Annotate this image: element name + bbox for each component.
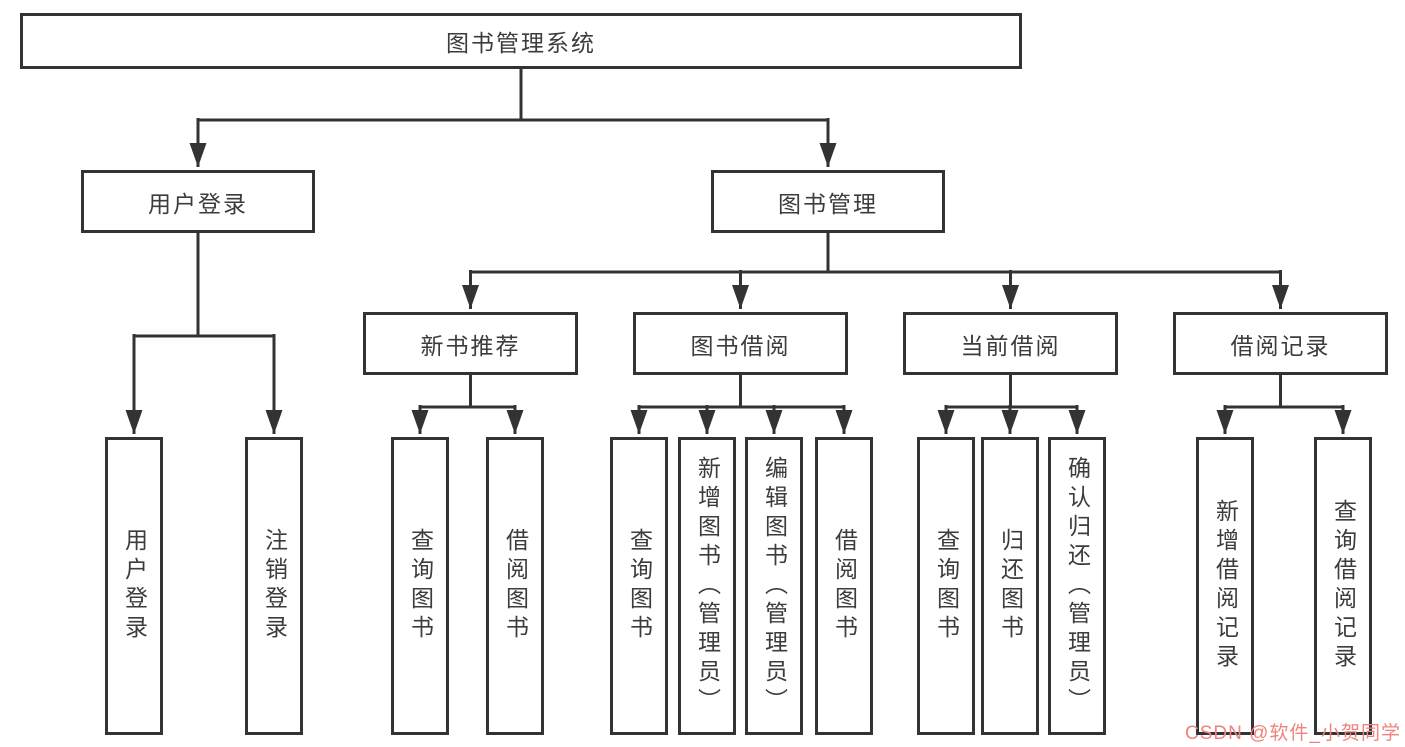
leaf-return-books: 归还图书 xyxy=(981,437,1039,735)
leaf-recommend-query-books-label: 查询图书 xyxy=(407,528,434,644)
node-current-borrowing-label: 当前借阅 xyxy=(960,332,1061,359)
connector-book-management xyxy=(470,233,1281,274)
leaf-borrowing-borrow-books-label: 借阅图书 xyxy=(831,528,858,644)
node-borrow-records-label: 借阅记录 xyxy=(1230,332,1331,359)
node-book-management-label: 图书管理 xyxy=(778,190,878,217)
leaf-add-book-admin: 新增图书（管理员） xyxy=(678,437,736,735)
leaf-logout-label: 注销登录 xyxy=(261,528,288,644)
leaf-confirm-return-admin: 确认归还（管理员） xyxy=(1048,437,1106,735)
node-book-borrowing-label: 图书借阅 xyxy=(690,332,791,359)
node-new-book-recommend-label: 新书推荐 xyxy=(420,332,521,359)
leaf-recommend-borrow-books-label: 借阅图书 xyxy=(502,528,529,644)
connector-user-login xyxy=(134,233,274,338)
node-root-label: 图书管理系统 xyxy=(446,30,596,56)
leaf-user-login-label: 用户登录 xyxy=(121,528,148,644)
leaf-borrowing-query-books: 查询图书 xyxy=(610,437,668,735)
csdn-watermark: CSDN @软件_小贺同学 xyxy=(1185,723,1401,744)
node-borrow-records: 借阅记录 xyxy=(1173,312,1388,375)
connector-borrow-records xyxy=(1225,375,1343,409)
connector-new-book-recommend xyxy=(420,375,515,409)
leaf-return-books-label: 归还图书 xyxy=(997,528,1024,644)
connector-root xyxy=(198,69,828,122)
leaf-confirm-return-admin-label: 确认归还（管理员） xyxy=(1064,455,1091,717)
node-current-borrowing: 当前借阅 xyxy=(903,312,1118,375)
leaf-add-borrow-record-label: 新增借阅记录 xyxy=(1212,499,1239,673)
leaf-current-query-books: 查询图书 xyxy=(917,437,975,735)
leaf-query-borrow-record-label: 查询借阅记录 xyxy=(1330,499,1357,673)
node-user-login-label: 用户登录 xyxy=(148,190,248,217)
leaf-logout: 注销登录 xyxy=(245,437,303,735)
node-book-borrowing: 图书借阅 xyxy=(633,312,848,375)
leaf-edit-book-admin: 编辑图书（管理员） xyxy=(745,437,803,735)
node-root: 图书管理系统 xyxy=(20,13,1022,69)
leaf-recommend-borrow-books: 借阅图书 xyxy=(486,437,544,735)
node-user-login: 用户登录 xyxy=(81,170,315,233)
connector-book-borrowing xyxy=(639,375,844,409)
node-book-management: 图书管理 xyxy=(711,170,945,233)
leaf-borrowing-borrow-books: 借阅图书 xyxy=(815,437,873,735)
node-new-book-recommend: 新书推荐 xyxy=(363,312,578,375)
leaf-recommend-query-books: 查询图书 xyxy=(391,437,449,735)
connector-current-borrowing xyxy=(946,375,1077,409)
leaf-add-borrow-record: 新增借阅记录 xyxy=(1196,437,1254,735)
leaf-current-query-books-label: 查询图书 xyxy=(933,528,960,644)
leaf-add-book-admin-label: 新增图书（管理员） xyxy=(694,455,721,717)
leaf-user-login: 用户登录 xyxy=(105,437,163,735)
leaf-query-borrow-record: 查询借阅记录 xyxy=(1314,437,1372,735)
leaf-edit-book-admin-label: 编辑图书（管理员） xyxy=(761,455,788,717)
leaf-borrowing-query-books-label: 查询图书 xyxy=(626,528,653,644)
